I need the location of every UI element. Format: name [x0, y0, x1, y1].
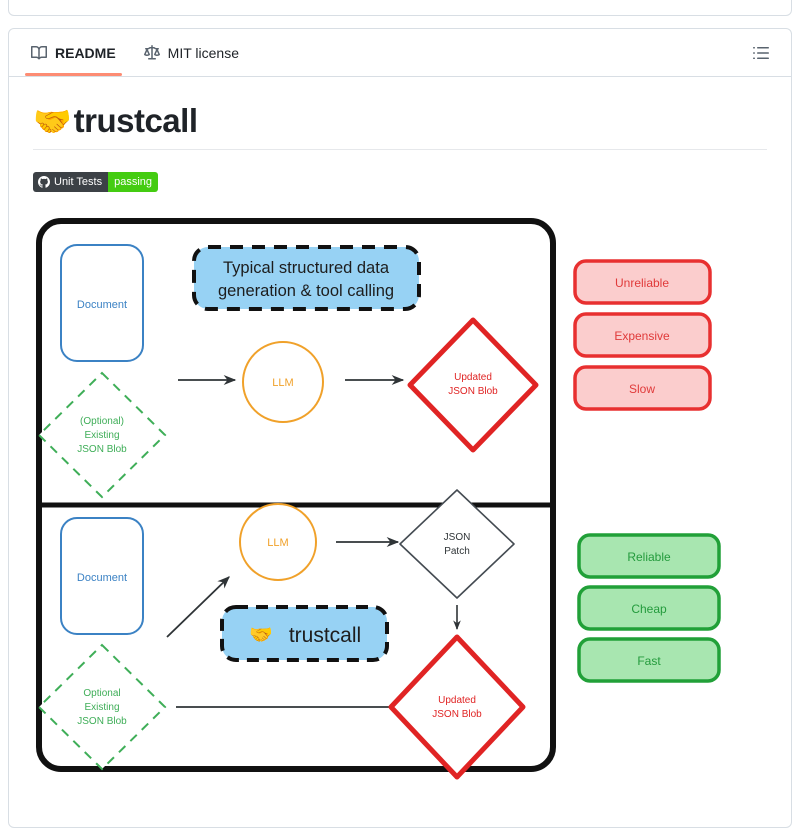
- bottom-document-label: Document: [77, 572, 127, 584]
- pill-fast: Fast: [577, 637, 721, 684]
- pill-fast-label: Fast: [637, 654, 661, 668]
- trustcall-pill-node: 🤝 trustcall: [220, 605, 389, 663]
- trustcall-pill-emoji: 🤝: [249, 625, 273, 646]
- tab-readme-label: README: [55, 44, 116, 61]
- bottom-updated-blob-node: Updated JSON Blob: [388, 634, 526, 780]
- bottom-updated-blob-line2: JSON Blob: [432, 709, 482, 720]
- top-optional-blob-line1: (Optional): [80, 416, 124, 427]
- top-updated-blob-line1: Updated: [454, 372, 492, 383]
- diagram-container: [36, 218, 556, 773]
- positive-attribute-pills: Reliable Cheap Fast: [577, 533, 721, 684]
- top-document-label: Document: [77, 299, 127, 311]
- top-llm-node: LLM: [242, 341, 324, 424]
- status-badge-right-label: passing: [108, 172, 159, 193]
- top-optional-blob-node: (Optional) Existing JSON Blob: [37, 371, 167, 499]
- bottom-optional-blob-node: Optional Existing JSON Blob: [37, 643, 167, 771]
- status-badge-left-label: Unit Tests: [54, 176, 103, 189]
- bottom-optional-blob-line3: JSON Blob: [77, 716, 127, 727]
- pill-unreliable: Unreliable: [573, 259, 712, 306]
- bottom-panel: Document Optional Existing JSON Blob: [37, 489, 526, 780]
- architecture-diagram: Document (Optional) Existing JSON Blob: [33, 215, 773, 795]
- top-panel: Document (Optional) Existing JSON Blob: [37, 244, 539, 499]
- bottom-arrow-diagonal-to-llm: [166, 576, 230, 638]
- bottom-document-node: Document: [60, 517, 144, 636]
- status-badge-left: Unit Tests: [33, 172, 109, 193]
- pill-slow-label: Slow: [629, 382, 655, 396]
- json-patch-line1: JSON: [444, 532, 471, 543]
- bottom-llm-label: LLM: [267, 537, 288, 549]
- pill-cheap-label: Cheap: [631, 602, 667, 616]
- diagram-banner-line1: Typical structured data: [223, 259, 390, 277]
- scales-icon: [143, 44, 160, 61]
- bottom-updated-blob-line1: Updated: [438, 695, 476, 706]
- page-title: 🤝 trustcall: [33, 102, 767, 151]
- bottom-optional-blob-line1: Optional: [83, 688, 120, 699]
- pill-reliable-label: Reliable: [627, 550, 671, 564]
- status-badge[interactable]: Unit Tests passing: [33, 172, 159, 193]
- diagram-banner-line2: generation & tool calling: [218, 282, 394, 300]
- top-document-node: Document: [60, 244, 144, 363]
- top-updated-blob-node: Updated JSON Blob: [407, 317, 539, 453]
- page-title-text: trustcall: [73, 102, 198, 139]
- pill-expensive: Expensive: [573, 312, 712, 359]
- readme-panel: README MIT license 🤝 trustcall: [8, 28, 792, 828]
- repo-tabbar: README MIT license: [9, 29, 791, 77]
- diagram-banner: Typical structured data generation & too…: [192, 245, 421, 312]
- bottom-optional-blob-line2: Existing: [84, 702, 119, 713]
- pill-expensive-label: Expensive: [614, 329, 670, 343]
- pill-cheap: Cheap: [577, 585, 721, 632]
- trustcall-pill-label: trustcall: [289, 624, 361, 647]
- json-patch-line2: Patch: [444, 546, 470, 557]
- pill-unreliable-label: Unreliable: [615, 276, 669, 290]
- tab-mit-license[interactable]: MIT license: [130, 29, 253, 76]
- top-optional-blob-line2: Existing: [84, 430, 119, 441]
- pill-slow: Slow: [573, 365, 712, 412]
- page-panel-above: [8, 0, 792, 16]
- negative-attribute-pills: Unreliable Expensive Slow: [573, 259, 712, 412]
- top-updated-blob-line2: JSON Blob: [448, 386, 498, 397]
- pill-reliable: Reliable: [577, 533, 721, 580]
- json-patch-node: JSON Patch: [399, 489, 515, 600]
- tab-mit-license-label: MIT license: [167, 44, 239, 61]
- outline-list-icon[interactable]: [747, 39, 775, 67]
- book-icon: [31, 45, 47, 61]
- github-icon: [38, 176, 50, 189]
- handshake-emoji: 🤝: [33, 103, 72, 139]
- readme-content: 🤝 trustcall Unit Tests passing: [9, 77, 791, 795]
- tabbar-right-actions: [747, 29, 783, 76]
- top-optional-blob-line3: JSON Blob: [77, 444, 127, 455]
- bottom-llm-node: LLM: [239, 503, 317, 582]
- tab-readme[interactable]: README: [17, 29, 130, 76]
- top-llm-label: LLM: [272, 377, 293, 389]
